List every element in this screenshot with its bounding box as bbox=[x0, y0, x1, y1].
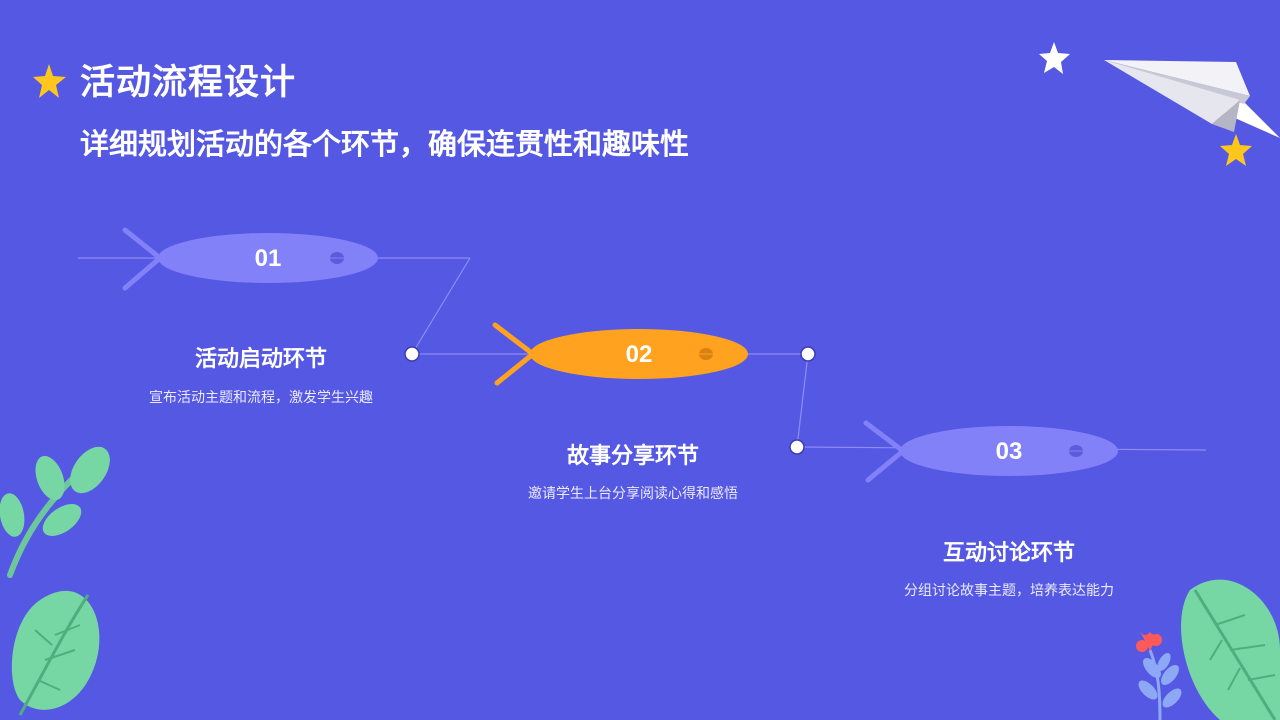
yellow-star-icon bbox=[1220, 134, 1252, 166]
fish-marker-03 bbox=[863, 420, 1118, 483]
page-subtitle: 详细规划活动的各个环节，确保连贯性和趣味性 bbox=[80, 127, 690, 161]
fish-marker-01 bbox=[122, 227, 378, 291]
flower-icon bbox=[1136, 632, 1182, 720]
flow-node-dots bbox=[404, 346, 816, 455]
white-star-icon bbox=[1039, 42, 1070, 74]
step-number-02: 02 bbox=[625, 341, 653, 368]
step-title-01: 活动启动环节 bbox=[194, 347, 327, 372]
title-star-icon bbox=[33, 64, 66, 98]
leaf-right-icon bbox=[1181, 579, 1280, 720]
step-number-03: 03 bbox=[995, 438, 1023, 465]
paper-plane-icon bbox=[1104, 60, 1280, 138]
leaf-icon bbox=[0, 446, 110, 716]
step-title-03: 互动讨论环节 bbox=[942, 541, 1075, 566]
step-description-01: 宣布活动主题和流程，激发学生兴趣 bbox=[149, 390, 373, 406]
page-title: 活动流程设计 bbox=[80, 63, 297, 103]
fish-marker-02 bbox=[492, 322, 748, 386]
step-description-02: 邀请学生上台分享阅读心得和感悟 bbox=[528, 486, 738, 502]
step-description-03: 分组讨论故事主题，培养表达能力 bbox=[904, 583, 1114, 599]
step-number-01: 01 bbox=[254, 245, 282, 272]
step-title-02: 故事分享环节 bbox=[566, 444, 699, 469]
